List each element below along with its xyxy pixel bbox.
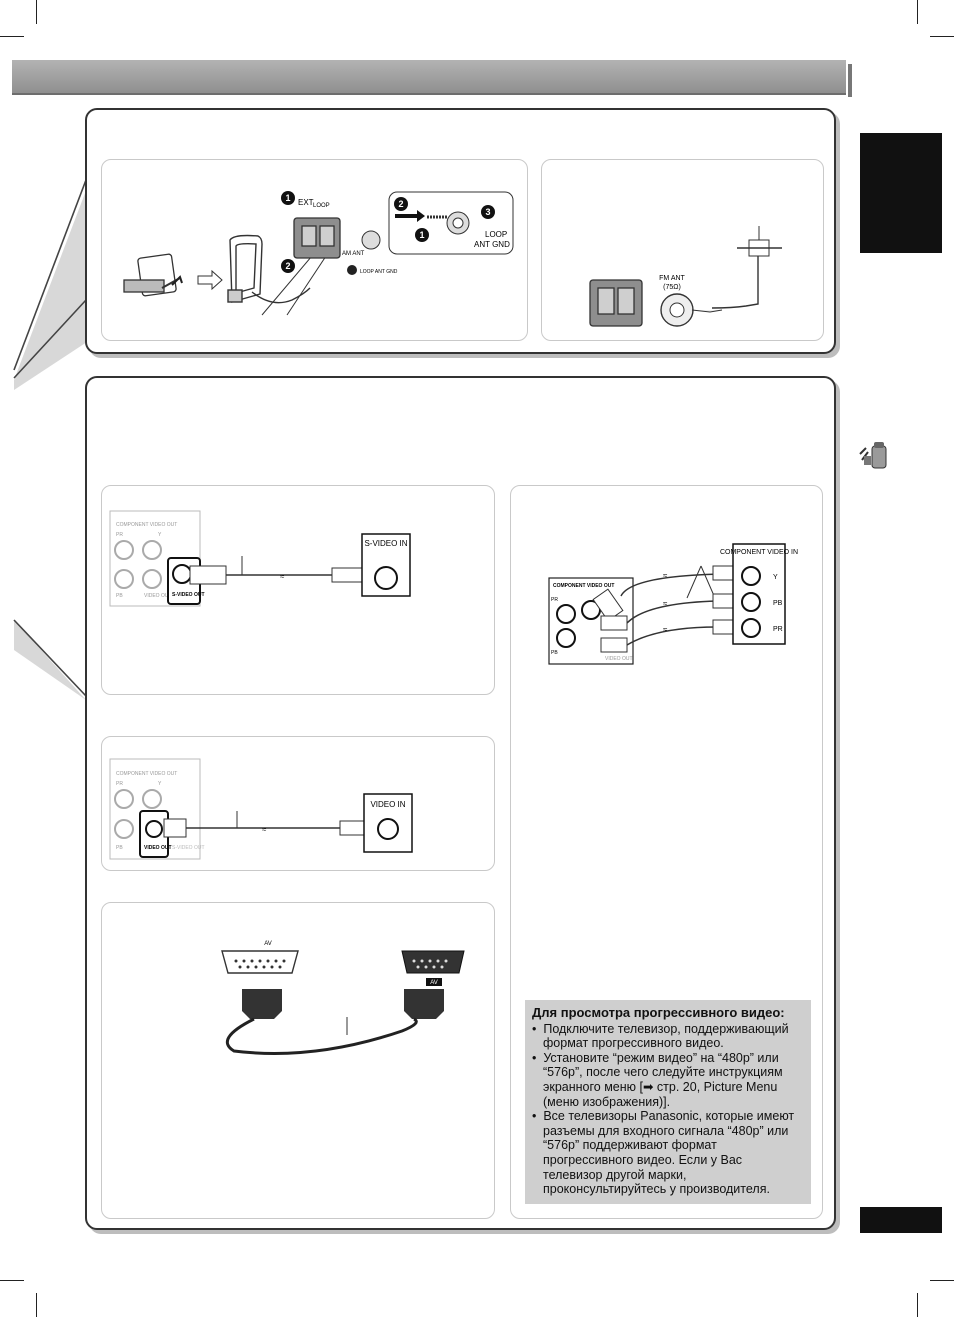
- loop-label: LOOP: [313, 203, 330, 209]
- crop-mark: [36, 1293, 37, 1317]
- loop-ant-gnd-small: LOOP ANT GND: [360, 269, 398, 275]
- fm-ant-label: FM ANT: [659, 275, 685, 282]
- am-ant-label: AM ANT: [342, 251, 365, 257]
- pr-label: PR: [773, 626, 783, 633]
- y-label: Y: [158, 781, 162, 787]
- cable-break-mark: ≈: [663, 625, 668, 634]
- step-number: 2: [398, 199, 403, 209]
- am-antenna-diagram: 1 EXT LOOP 2 AM ANT LOOP ANT GND 2 1 3 L…: [123, 191, 514, 316]
- fm-antenna-box: FM ANT (75Ω): [541, 159, 824, 341]
- ext-label: EXT: [298, 198, 314, 207]
- pb-label: PB: [773, 600, 783, 607]
- pr-label: PR: [116, 781, 123, 787]
- pb-label: PB: [116, 845, 123, 851]
- step-number: 3: [485, 207, 490, 217]
- step-1-badge: [281, 191, 295, 205]
- plug-icon: [859, 442, 887, 469]
- am-antenna-box: 1 EXT LOOP 2 AM ANT LOOP ANT GND 2 1 3 L…: [101, 159, 528, 341]
- page-number-tab: [860, 1207, 942, 1233]
- y-label: Y: [158, 532, 162, 538]
- fm-antenna-diagram: FM ANT (75Ω): [589, 226, 782, 327]
- crop-mark: [917, 1293, 918, 1317]
- tv-av-label: AV: [430, 980, 438, 986]
- step-number: 2: [285, 261, 290, 271]
- video-out-label: VIDEO OUT: [605, 656, 633, 662]
- progressive-video-note: Для просмотра прогрессивного видео: Подк…: [525, 1000, 811, 1204]
- svideo-in-label: S-VIDEO IN: [364, 539, 407, 548]
- video-out-label: VIDEO OUT: [144, 593, 172, 599]
- crop-mark: [930, 36, 954, 37]
- panel-title: COMPONENT VIDEO OUT: [553, 583, 614, 589]
- svideo-box: COMPONENT VIDEO OUT PR Y PB VIDEO OUT S-…: [101, 485, 495, 695]
- panel-title: COMPONENT VIDEO OUT: [116, 771, 177, 777]
- unit-av-label: AV: [264, 941, 272, 947]
- step-2-badge: [281, 259, 295, 273]
- composite-diagram: COMPONENT VIDEO OUT PR Y PB VIDEO OUT S-…: [109, 758, 413, 860]
- pr-label: PR: [116, 532, 123, 538]
- cable-break-mark: ≈: [663, 571, 668, 580]
- scart-diagram: AV AV: [221, 941, 465, 1055]
- video-out-label: VIDEO OUT: [144, 845, 172, 851]
- svideo-out-label: S-VIDEO OUT: [172, 845, 205, 851]
- cable-break-mark: ≈: [663, 599, 668, 608]
- scart-box: AV AV: [101, 902, 495, 1219]
- crop-mark: [0, 36, 24, 37]
- pb-label: PB: [116, 593, 123, 599]
- cable-break-mark: ≈: [262, 825, 267, 834]
- ant-gnd-label-large: ANT GND: [474, 240, 510, 249]
- note-item: Подключите телевизор, поддерживающий фор…: [532, 1022, 804, 1051]
- note-item: Все телевизоры Panasonic, которые имеют …: [532, 1109, 804, 1197]
- component-diagram: COMPONENT VIDEO OUT PR Y PB VIDEO OUT ≈ …: [548, 543, 798, 665]
- fm-impedance-label: (75Ω): [663, 284, 681, 291]
- header-bar: [12, 60, 852, 97]
- crop-mark: [36, 0, 37, 24]
- svideo-diagram: COMPONENT VIDEO OUT PR Y PB VIDEO OUT S-…: [109, 510, 411, 607]
- note-item: Установите “режим видео” на “480p” или “…: [532, 1051, 804, 1109]
- cable-break-mark: ≈: [280, 572, 285, 581]
- video-in-label: VIDEO IN: [370, 800, 405, 809]
- note-list: Подключите телевизор, поддерживающий фор…: [532, 1022, 804, 1197]
- crop-mark: [917, 0, 918, 24]
- language-tab: [860, 133, 942, 253]
- pointer-lines: [13, 180, 90, 700]
- pb-label: PB: [551, 650, 558, 656]
- crop-mark: [0, 1280, 24, 1281]
- crop-mark: [930, 1280, 954, 1281]
- note-title: Для просмотра прогрессивного видео:: [532, 1005, 785, 1020]
- step-number: 1: [419, 230, 424, 240]
- svideo-out-label: S-VIDEO OUT: [172, 592, 205, 598]
- panel-title: COMPONENT VIDEO OUT: [116, 522, 177, 528]
- component-in-label: COMPONENT VIDEO IN: [720, 549, 798, 556]
- y-label: Y: [773, 574, 778, 581]
- pr-label: PR: [551, 597, 558, 603]
- step-number: 1: [285, 193, 290, 203]
- loop-label-large: LOOP: [485, 230, 507, 239]
- composite-box: COMPONENT VIDEO OUT PR Y PB VIDEO OUT S-…: [101, 736, 495, 871]
